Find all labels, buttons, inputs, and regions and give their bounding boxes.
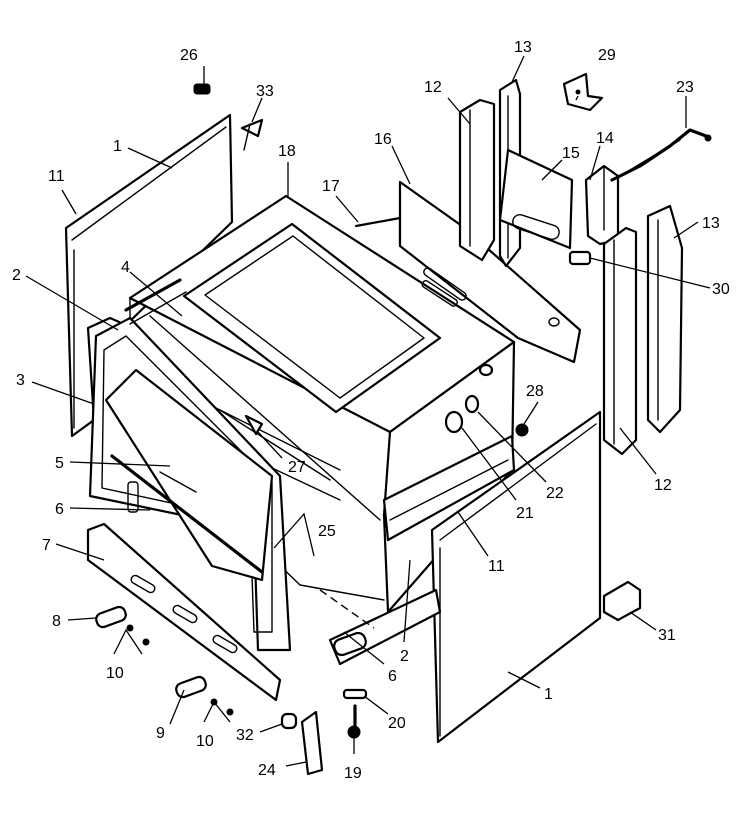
callout-19: 19	[344, 765, 362, 782]
callout-27: 27	[288, 459, 306, 476]
cord-clip	[568, 250, 592, 266]
leader-lines	[25, 55, 711, 767]
callout-28: 28	[526, 383, 544, 400]
leveler-foot	[342, 688, 368, 739]
callout-4: 4	[121, 259, 130, 276]
callout-7: 7	[42, 537, 51, 554]
callout-13-upper: 13	[514, 39, 532, 56]
callout-6-right: 6	[388, 668, 397, 685]
door-trim	[104, 368, 274, 582]
callout-6-left: 6	[55, 501, 64, 518]
screws	[126, 624, 234, 716]
callout-2-lower: 2	[400, 648, 409, 665]
back-panel	[354, 216, 402, 246]
clip	[602, 580, 642, 622]
cabinet-body	[128, 194, 516, 614]
side-channel-right	[646, 204, 684, 434]
callout-26: 26	[180, 47, 198, 64]
callout-10-right: 10	[196, 733, 214, 750]
callout-30: 30	[712, 281, 730, 298]
callout-21: 21	[516, 505, 534, 522]
heat-shield	[498, 148, 574, 250]
anti-tip-bracket	[280, 710, 324, 776]
callout-18: 18	[278, 143, 296, 160]
callout-24: 24	[258, 762, 276, 779]
callout-25: 25	[318, 523, 336, 540]
top-trim	[124, 278, 187, 325]
left-side-panel	[64, 113, 234, 438]
callout-10-left: 10	[106, 665, 124, 682]
rear-channel-left	[458, 98, 496, 262]
callout-33: 33	[256, 83, 274, 100]
callout-13-right: 13	[702, 215, 720, 232]
callout-2-upper: 2	[12, 267, 21, 284]
callout-20: 20	[388, 715, 406, 732]
callout-15: 15	[562, 145, 580, 162]
callout-9: 9	[156, 725, 165, 742]
callout-29: 29	[598, 47, 616, 64]
front-channel-right	[602, 226, 638, 456]
callout-11-right: 11	[488, 558, 505, 575]
right-side-panel	[430, 410, 602, 744]
leveling-legs	[95, 605, 367, 699]
power-cord	[610, 128, 712, 182]
callout-12-lower: 12	[654, 477, 672, 494]
bracket	[562, 72, 604, 112]
callout-12-upper: 12	[424, 79, 442, 96]
callout-16: 16	[374, 131, 392, 148]
top-fasteners	[193, 83, 264, 151]
callout-22: 22	[546, 485, 564, 502]
callout-8: 8	[52, 613, 61, 630]
callout-1-right-panel: 1	[544, 686, 553, 703]
callout-labels: 1 1 2 2 3 4 5 6 6 7 8 9 10 10 11 11 12 1…	[12, 39, 730, 782]
callout-11-left: 11	[48, 168, 65, 185]
callout-31: 31	[658, 627, 676, 644]
callout-5: 5	[55, 455, 64, 472]
assembly-line	[319, 589, 375, 629]
callout-17: 17	[322, 178, 340, 195]
callout-14: 14	[596, 130, 614, 147]
callout-1-left-panel: 1	[113, 138, 122, 155]
callout-32: 32	[236, 727, 254, 744]
small-hardware	[244, 363, 529, 437]
callout-23: 23	[676, 79, 694, 96]
callout-3: 3	[16, 372, 25, 389]
